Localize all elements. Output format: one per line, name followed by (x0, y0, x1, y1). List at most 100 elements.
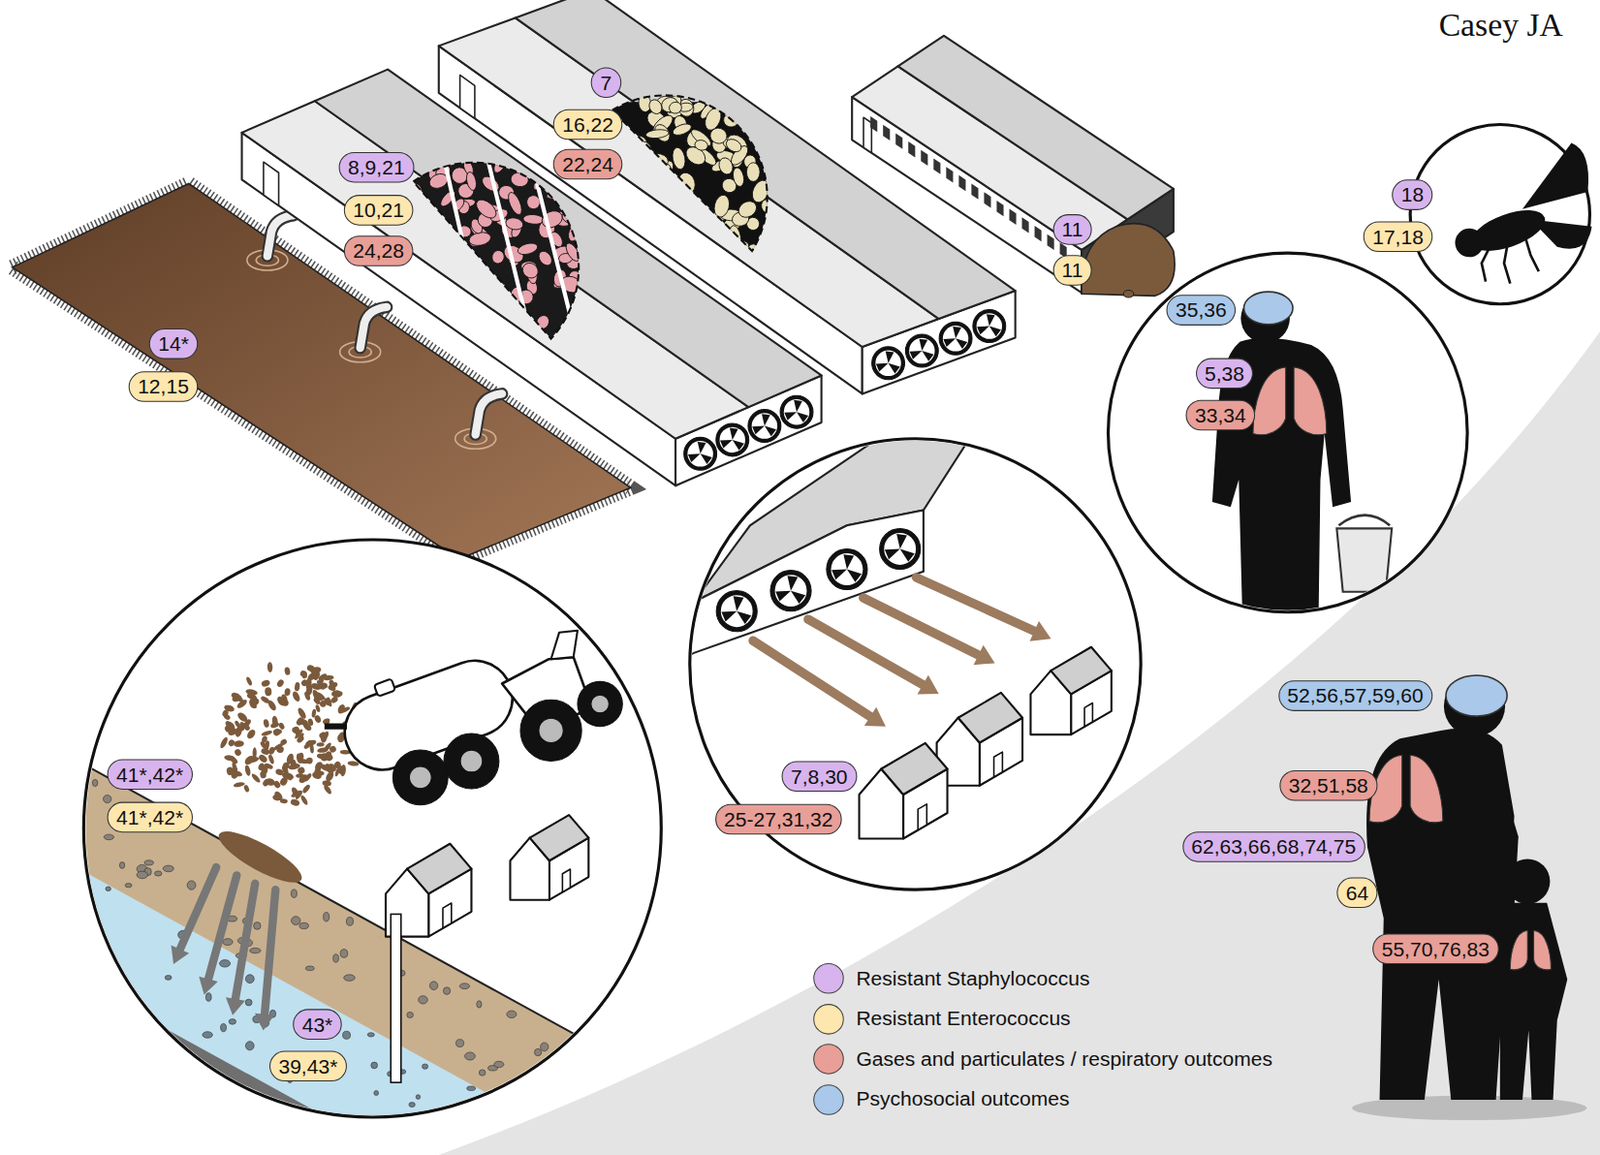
callout-number: 11 (1052, 214, 1093, 246)
spray-drop (311, 770, 323, 781)
animal (707, 220, 729, 239)
callout-number: 7 (591, 66, 623, 98)
animal (638, 140, 655, 161)
animal (404, 322, 430, 342)
barn-window (1047, 234, 1055, 251)
fan-blade (955, 338, 968, 349)
animal (596, 217, 622, 240)
spray-drop (236, 711, 250, 724)
spray-drop (305, 756, 314, 765)
fan-blade (793, 400, 803, 412)
callout-text: 16,22 (562, 113, 614, 136)
house-roof (1050, 647, 1112, 695)
barn-window (895, 132, 903, 149)
callout-text: 64 (1346, 881, 1369, 905)
animal (671, 122, 693, 138)
spray-drop (318, 699, 328, 709)
spread-scene (61, 630, 735, 1155)
pebble (323, 912, 330, 922)
spray-drop (283, 688, 291, 697)
pebble (340, 949, 348, 959)
legend-row: Psychosocial outcomes (813, 1084, 1069, 1116)
child-head (1505, 859, 1550, 905)
cutaway (596, 93, 778, 273)
spray-drop (319, 730, 331, 744)
legend-text: Psychosocial outcomes (855, 1087, 1069, 1111)
pebble (494, 1061, 504, 1067)
fan-blade (876, 363, 889, 373)
spray-drop (294, 682, 301, 692)
animal (415, 242, 435, 261)
lung (1534, 930, 1552, 971)
callout-text: 62,63,66,68,74,75 (1191, 835, 1356, 858)
animal (447, 297, 466, 315)
animal (404, 289, 430, 314)
bucket (1336, 528, 1392, 592)
animal (561, 336, 581, 355)
spray-drop (247, 755, 259, 764)
fly-leg (1481, 243, 1493, 283)
wheel (577, 681, 623, 726)
pebble (220, 1023, 227, 1032)
fan-blade (884, 548, 901, 560)
fly-leg (1524, 234, 1539, 272)
fan-blade (761, 413, 771, 426)
manure-patch (212, 822, 308, 892)
callout-text: 12,15 (137, 375, 189, 398)
animal (646, 97, 664, 117)
animal (657, 187, 677, 208)
pebble (162, 865, 174, 873)
pebble (459, 983, 470, 990)
animal (698, 230, 719, 254)
animal (501, 325, 523, 352)
pebble (102, 795, 111, 804)
animal (753, 103, 771, 126)
wheel (392, 750, 448, 806)
fan (905, 334, 939, 368)
spray-drop (239, 721, 246, 732)
spray-drop (296, 706, 308, 721)
spray-drop (272, 794, 283, 803)
child-silhouette (1491, 903, 1568, 1100)
adult-silhouette (1366, 728, 1514, 1100)
fan-blade (721, 611, 737, 623)
spray-drop (271, 715, 279, 727)
spray-drop (311, 708, 317, 718)
spread-inset (61, 539, 735, 1155)
animal (522, 147, 549, 169)
animal (503, 316, 523, 336)
fan (872, 346, 906, 380)
spray-drop (315, 742, 324, 748)
callout-number: 11 (1052, 254, 1093, 286)
spray-drop (290, 690, 301, 703)
fan-blade (921, 350, 934, 362)
animal (650, 188, 671, 214)
pebble (105, 886, 111, 892)
wheel-hub (591, 694, 610, 714)
spray-drop (260, 679, 271, 689)
fly-inset (1410, 124, 1592, 304)
pebble (154, 871, 162, 877)
family (1351, 675, 1587, 1121)
animal (624, 174, 644, 192)
animal (722, 237, 753, 263)
animal (746, 162, 760, 183)
barn-door (863, 117, 872, 153)
barn-window (1035, 225, 1042, 242)
barn-door (263, 161, 280, 206)
leach-arrow-head (171, 945, 189, 965)
pebble (422, 1064, 429, 1069)
worker-inset (1107, 252, 1468, 633)
spray-drop (326, 762, 338, 774)
fan-blade (900, 548, 915, 562)
barn-window (870, 116, 878, 132)
spray-drop (324, 752, 335, 763)
pipe (475, 393, 502, 435)
fan (721, 595, 753, 628)
pebble (136, 871, 148, 879)
pebble (253, 922, 261, 931)
callout-number: 8,9,21 (339, 152, 415, 184)
house-roof (530, 815, 590, 861)
spray-drop (307, 718, 314, 727)
bucket-handle (1338, 515, 1390, 527)
